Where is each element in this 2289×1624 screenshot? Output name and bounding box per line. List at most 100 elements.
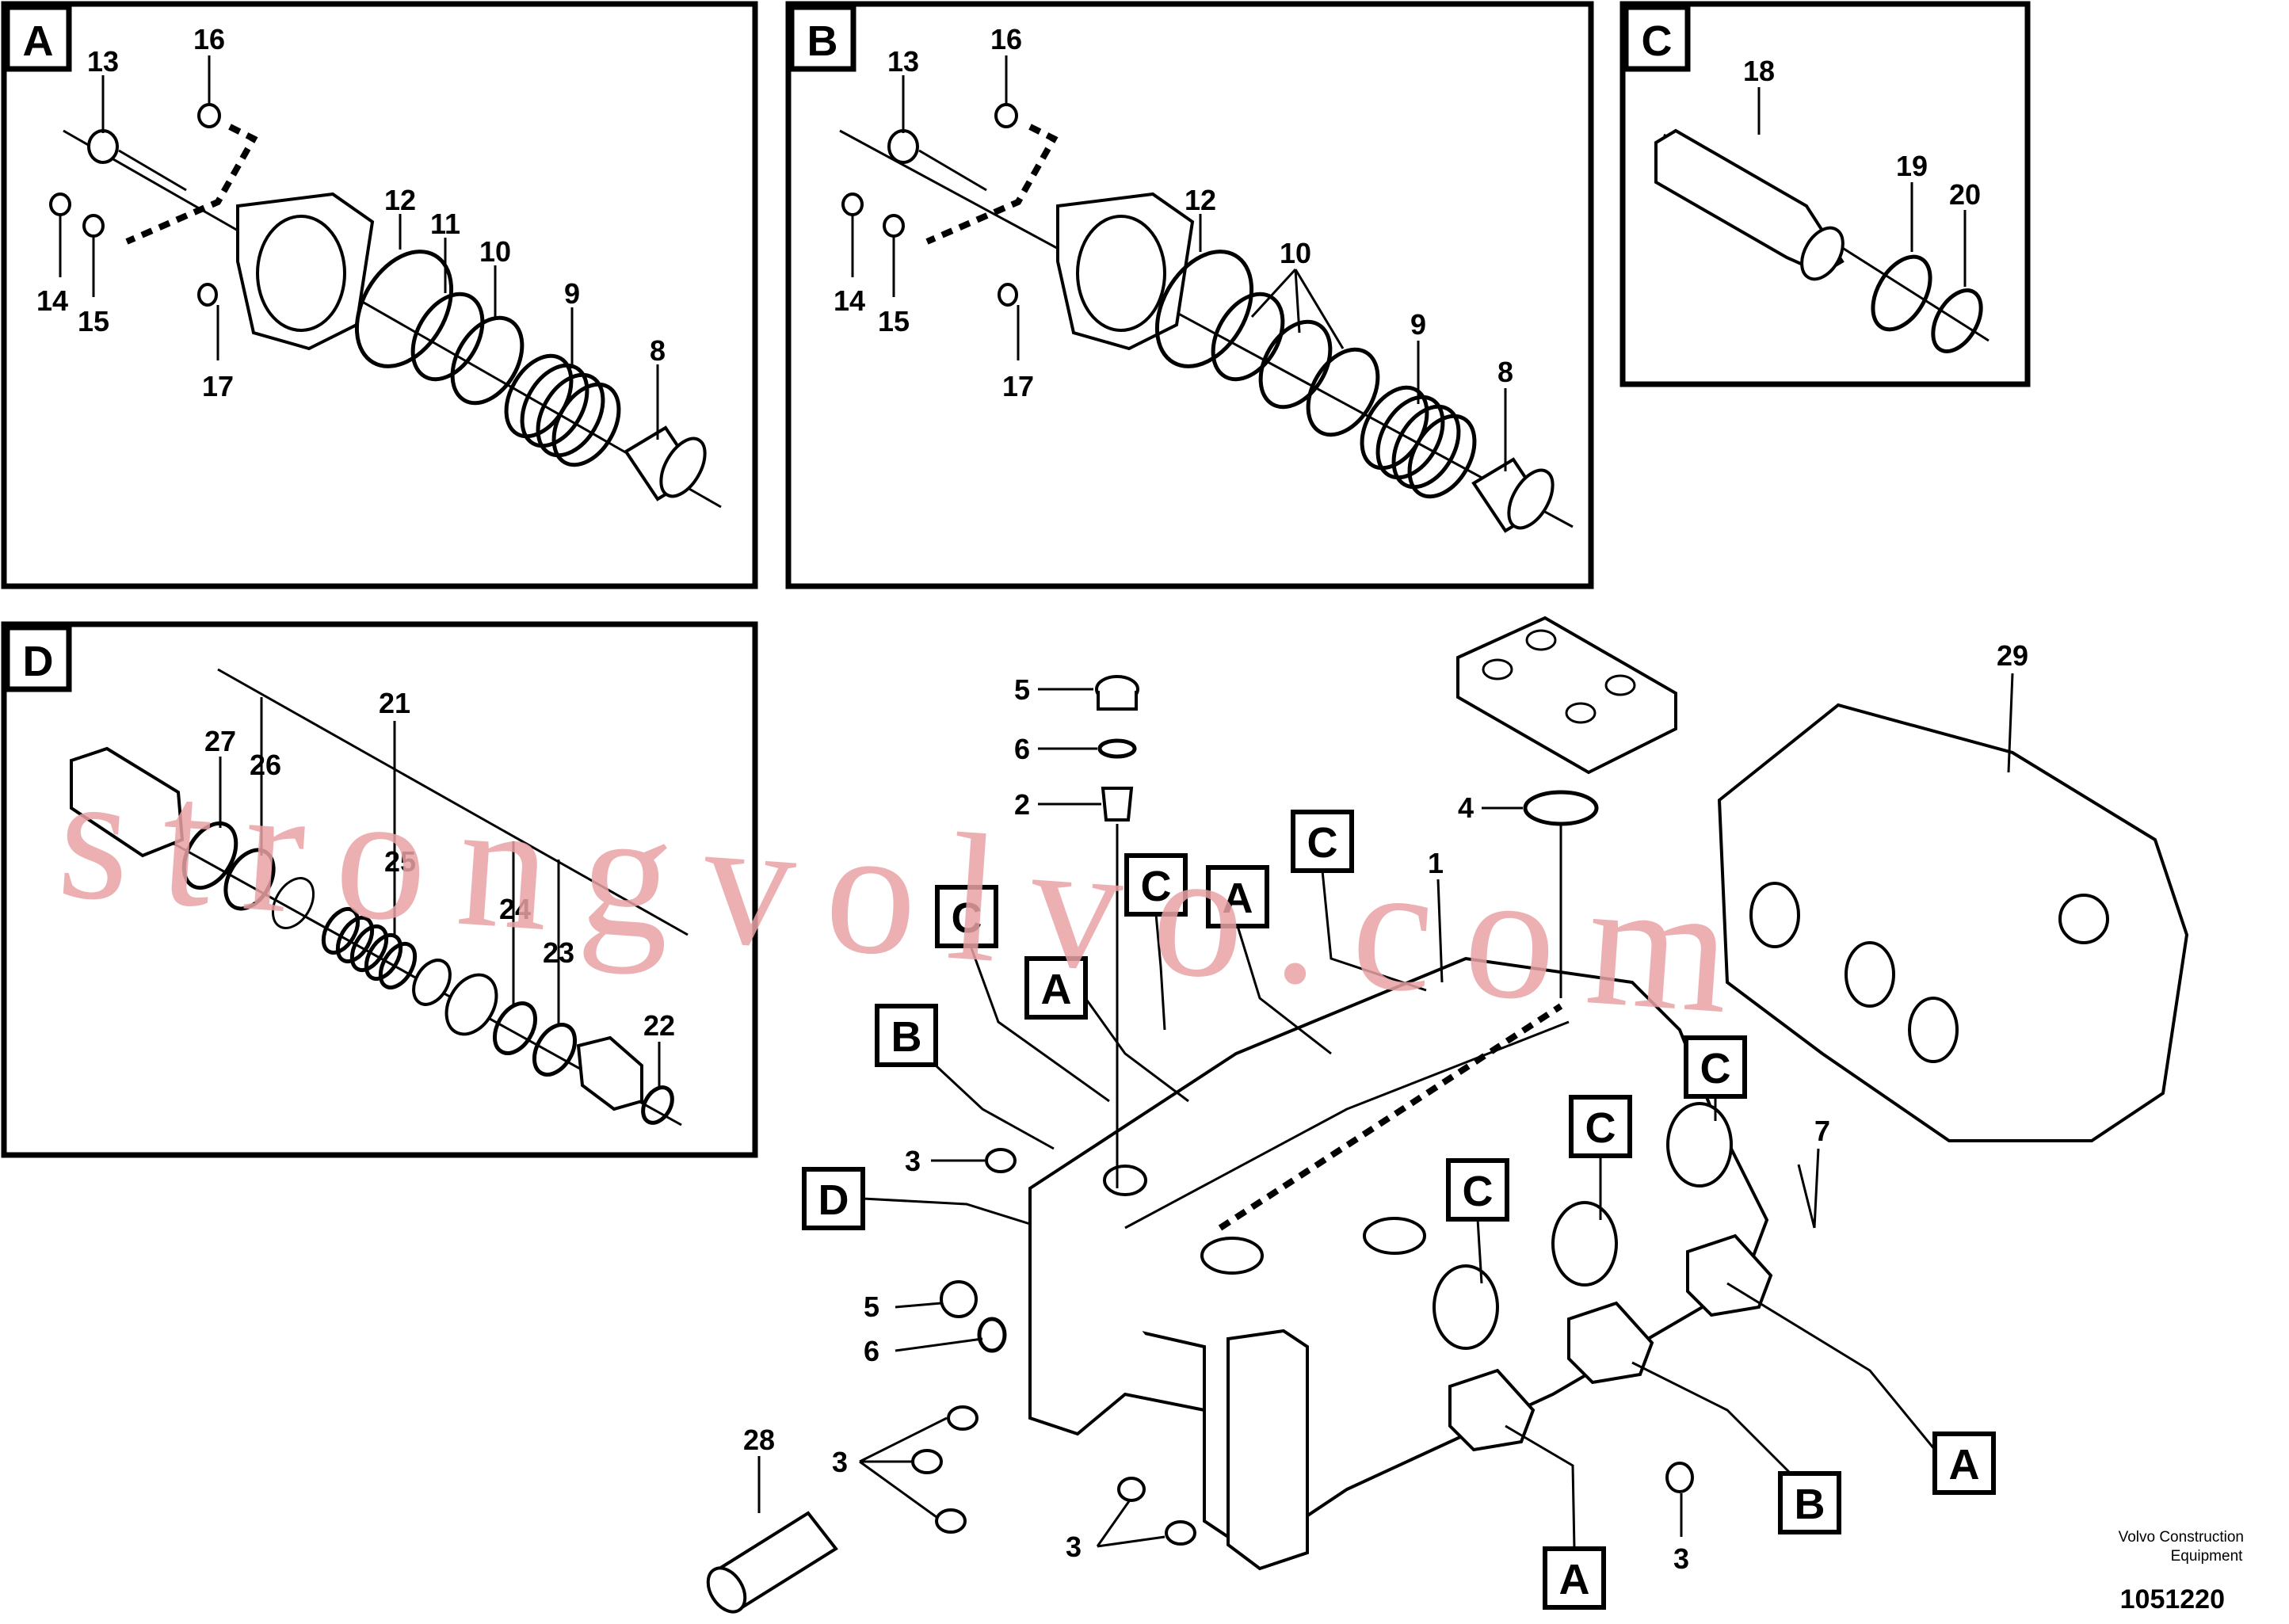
panel-b-cup-rim <box>1507 468 1555 530</box>
panel-b-label-12: 12 <box>1185 184 1216 216</box>
maker-line-2: Equipment <box>2171 1548 2244 1565</box>
main-label-3-bottom: 3 <box>1066 1531 1082 1563</box>
maker-line-1: Volvo Construction <box>2119 1529 2244 1546</box>
pilot-port-2 <box>1845 941 1895 1008</box>
panel-b-label-17: 17 <box>1002 370 1034 402</box>
panel-d-spring-21 <box>321 907 418 989</box>
panel-b-frame <box>785 1 1594 589</box>
panel-d: D 27 26 21 25 24 23 22 <box>1 621 758 1158</box>
callout-c-5: C <box>1569 1095 1632 1220</box>
panel-b-label-16: 16 <box>990 23 1022 55</box>
panel-a-label-13: 13 <box>87 45 119 78</box>
callout-d: D <box>802 1167 1031 1230</box>
panel-d-washer <box>271 877 315 929</box>
control-valve-body <box>1028 956 1769 1555</box>
svg-text:C: C <box>952 894 982 942</box>
panel-d-label-23: 23 <box>543 936 574 969</box>
main-label-7: 7 <box>1814 1115 1830 1147</box>
panel-c-oring-19 <box>1871 254 1932 332</box>
pilot-valve-29 <box>1717 703 2189 1142</box>
callout-a-4: A <box>1505 1424 1606 1610</box>
panel-c-ring-20 <box>1931 288 1983 353</box>
panel-a-oring-12 <box>354 250 454 368</box>
panel-b-oring-12 <box>1154 250 1254 368</box>
panel-d-ring-24 <box>492 1001 538 1055</box>
main-label-6-side: 6 <box>864 1335 879 1367</box>
panel-b-dashed-link <box>925 124 1059 245</box>
panel-c-cartridge-end <box>1800 226 1845 281</box>
svg-text:B: B <box>1795 1481 1825 1528</box>
panel-a-nut <box>197 103 221 128</box>
panel-d-label-25: 25 <box>384 845 416 878</box>
panel-d-frame <box>1 621 758 1158</box>
panel-c-label-20: 20 <box>1949 178 1981 211</box>
panel-d-seat-25 <box>444 973 498 1036</box>
plug-3-left-1 <box>947 1405 979 1431</box>
panel-d-ring-22 <box>641 1085 674 1125</box>
plug-5-side <box>940 1280 978 1318</box>
valve-lower-section <box>1227 1329 1309 1571</box>
panel-d-body <box>576 1035 643 1111</box>
panel-a-frame <box>1 1 758 589</box>
panel-b-label-14: 14 <box>834 284 865 317</box>
panel-a-screw-head <box>87 129 119 164</box>
panel-b-nut <box>994 103 1018 128</box>
pilot-port-1 <box>1749 882 1800 948</box>
panel-b-spring-9 <box>1360 385 1477 499</box>
panel-a-label-12: 12 <box>384 184 416 216</box>
main-label-3-right: 3 <box>1673 1542 1689 1575</box>
panel-d-baseline <box>217 668 689 936</box>
callout-c-3: C <box>1291 810 1427 992</box>
svg-text:C: C <box>1307 819 1338 867</box>
panel-d-label-21: 21 <box>379 687 410 719</box>
panel-c-label-18: 18 <box>1743 55 1775 87</box>
panel-b-flange-bore <box>1076 215 1166 332</box>
plug-3-bottom-2 <box>1165 1520 1196 1546</box>
callout-c-6: C <box>1684 1035 1747 1121</box>
panel-c: C 18 19 20 <box>1619 1 2031 387</box>
panel-a-bolt-17 <box>197 283 218 307</box>
drawing-part-number: 1051220 <box>2120 1584 2225 1614</box>
svg-text:A: A <box>1041 966 1072 1013</box>
panel-a-letter: A <box>23 17 54 65</box>
panel-d-poppet <box>412 959 452 1006</box>
panel-b: B 13 16 12 10 9 <box>785 1 1594 589</box>
pilot-port-4 <box>2058 894 2109 944</box>
main-label-3-top: 3 <box>905 1145 921 1177</box>
panel-b-letter: B <box>807 17 838 65</box>
leader-3-bottom <box>1096 1500 1165 1548</box>
panel-d-ring-26 <box>223 848 276 911</box>
cover-bolt-1 <box>1525 629 1557 651</box>
main-label-2: 2 <box>1014 788 1030 821</box>
panel-b-bolt-17 <box>998 283 1018 307</box>
callout-c-4: C <box>1446 1158 1509 1284</box>
panel-d-label-27: 27 <box>204 725 236 757</box>
svg-text:D: D <box>818 1176 849 1224</box>
leader-29 <box>2007 673 2014 773</box>
main-label-6-top: 6 <box>1014 733 1030 765</box>
panel-b-label-8: 8 <box>1497 356 1513 388</box>
panel-c-frame <box>1619 1 2031 387</box>
callout-c-1: C <box>935 885 1110 1103</box>
panel-a-spring-9 <box>504 353 621 467</box>
panel-a-washer-15 <box>82 214 105 238</box>
panel-b-ring-10c <box>1306 347 1380 437</box>
callout-c-2: C <box>1124 853 1188 1031</box>
panel-c-label-19: 19 <box>1896 150 1928 182</box>
panel-b-ring-10b <box>1258 319 1333 410</box>
plug-5-body <box>1097 691 1138 711</box>
panel-a-screw-14 <box>49 193 71 216</box>
cover-bolt-3 <box>1482 658 1513 680</box>
panel-a-label-11: 11 <box>430 208 460 240</box>
panel-b-label-9: 9 <box>1410 308 1426 341</box>
cover-bolt-4 <box>1565 702 1597 724</box>
callout-a-2: A <box>1024 956 1189 1103</box>
panel-a-cup-rim <box>659 436 707 498</box>
leader-6-side <box>895 1337 983 1352</box>
sleeve-28-end <box>706 1566 747 1614</box>
svg-text:C: C <box>1141 863 1172 910</box>
plug-3-bottom-1 <box>1117 1477 1146 1502</box>
panel-a-screw-thread <box>118 149 187 192</box>
leader-1 <box>1436 879 1444 983</box>
